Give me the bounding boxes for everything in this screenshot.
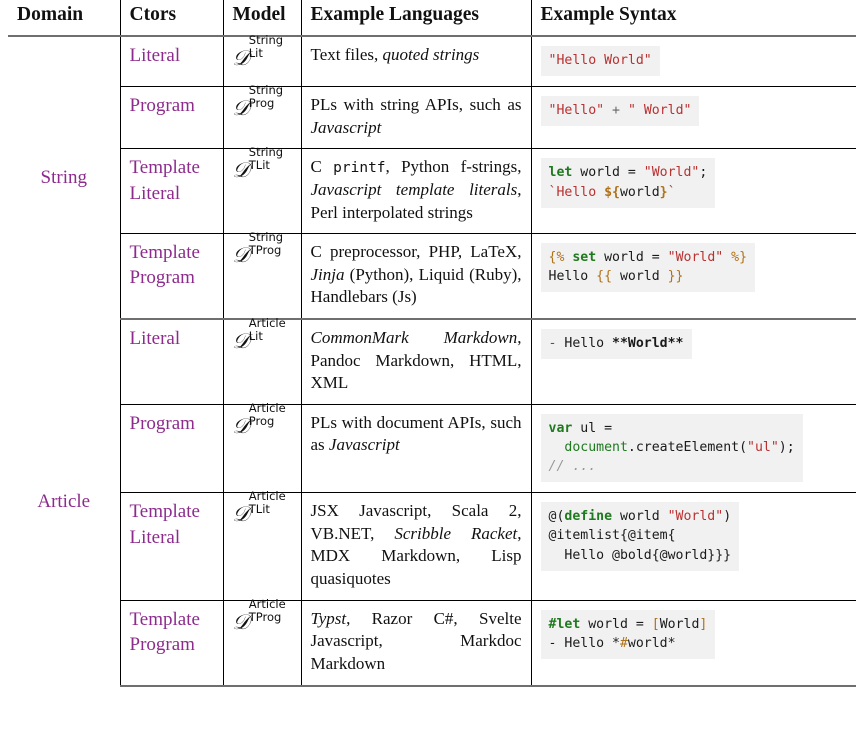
syntax-cell: "Hello World" [530, 36, 856, 88]
languages-cell: C printf, Python f-strings, Javascript t… [300, 148, 531, 235]
model-superscript: Article [248, 316, 286, 331]
header-example-syntax: Example Syntax [530, 0, 856, 37]
header-row: Domain Ctors Model Example Languages Exa… [8, 0, 856, 37]
ctors-cell: Template Program [119, 233, 223, 321]
domain-ctors-model-table: Domain Ctors Model Example Languages Exa… [8, 0, 856, 687]
ctors-cell: Program [119, 86, 223, 150]
ctors-cell: Literal [119, 36, 223, 88]
model-subscript: Lit [248, 46, 263, 61]
model-subscript: Prog [248, 96, 275, 111]
syntax-cell: var ul = document.createElement("ul"); /… [530, 404, 856, 494]
ctors-cell: Program [119, 404, 223, 494]
syntax-cell: "Hello" + " World" [530, 86, 856, 150]
code-block: let world = "World"; `Hello ${world}` [540, 158, 716, 208]
languages-cell: Typst, Razor C#, Svelte Javascript, Mark… [300, 600, 531, 687]
model-subscript: Prog [248, 413, 275, 428]
code-block: - Hello **World** [540, 329, 692, 360]
header-ctors: Ctors [119, 0, 223, 37]
ctors-cell: Template Literal [119, 148, 223, 235]
code-block: "Hello" + " World" [540, 96, 700, 127]
syntax-cell: let world = "World"; `Hello ${world}` [530, 148, 856, 235]
header-domain: Domain [8, 0, 120, 37]
syntax-cell: #let world = [World] - Hello *#world* [530, 600, 856, 687]
domain-cell-article: Article [37, 491, 91, 513]
code-block: @(define world "World") @itemlist{@item{… [540, 502, 740, 571]
table-header: Domain Ctors Model Example Languages Exa… [8, 0, 856, 37]
model-base: 𝒟 [232, 243, 250, 268]
languages-cell: C preprocessor, PHP, LaTeX, Jinja (Pytho… [300, 233, 531, 321]
model-base: 𝒟 [232, 609, 250, 634]
code-block: var ul = document.createElement("ul"); /… [540, 413, 803, 483]
model-base: 𝒟 [232, 413, 250, 438]
languages-cell: CommonMark Markdown, Pandoc Markdown, HT… [300, 319, 531, 405]
model-base: 𝒟 [232, 158, 250, 183]
languages-cell: JSX Javascript, Scala 2, VB.NET, Scribbl… [300, 492, 531, 601]
model-subscript: TLit [248, 502, 270, 517]
model-superscript: Article [248, 596, 286, 611]
ctors-cell: Literal [119, 319, 223, 405]
model-superscript: String [248, 230, 284, 245]
ctors-cell: Template Program [119, 600, 223, 687]
model-superscript: Article [248, 489, 286, 504]
ctors-cell: Template Literal [119, 492, 223, 601]
code-block: {% set world = "World" %} Hello {{ world… [540, 243, 756, 293]
header-example-languages: Example Languages [300, 0, 531, 37]
model-superscript: Article [248, 400, 286, 415]
header-model: Model [222, 0, 301, 37]
languages-cell: PLs with document APIs, such as Javascri… [300, 404, 531, 494]
model-superscript: String [248, 145, 284, 160]
model-subscript: TProg [248, 609, 282, 624]
model-subscript: Lit [248, 329, 263, 344]
syntax-cell: @(define world "World") @itemlist{@item{… [530, 492, 856, 601]
model-superscript: String [248, 83, 284, 98]
languages-cell: PLs with string APIs, such as Javascript [300, 86, 531, 150]
languages-cell: Text files, quoted strings [300, 36, 531, 88]
model-base: 𝒟 [232, 329, 250, 354]
model-base: 𝒟 [232, 96, 250, 121]
model-base: 𝒟 [232, 502, 250, 527]
syntax-cell: - Hello **World** [530, 319, 856, 405]
model-subscript: TLit [248, 158, 270, 173]
domain-cell-string: String [40, 166, 87, 188]
model-superscript: String [248, 33, 284, 47]
code-block: "Hello World" [540, 46, 660, 77]
model-base: 𝒟 [232, 46, 250, 71]
model-subscript: TProg [248, 243, 282, 258]
code-block: #let world = [World] - Hello *#world* [540, 609, 716, 659]
syntax-cell: {% set world = "World" %} Hello {{ world… [530, 233, 856, 321]
